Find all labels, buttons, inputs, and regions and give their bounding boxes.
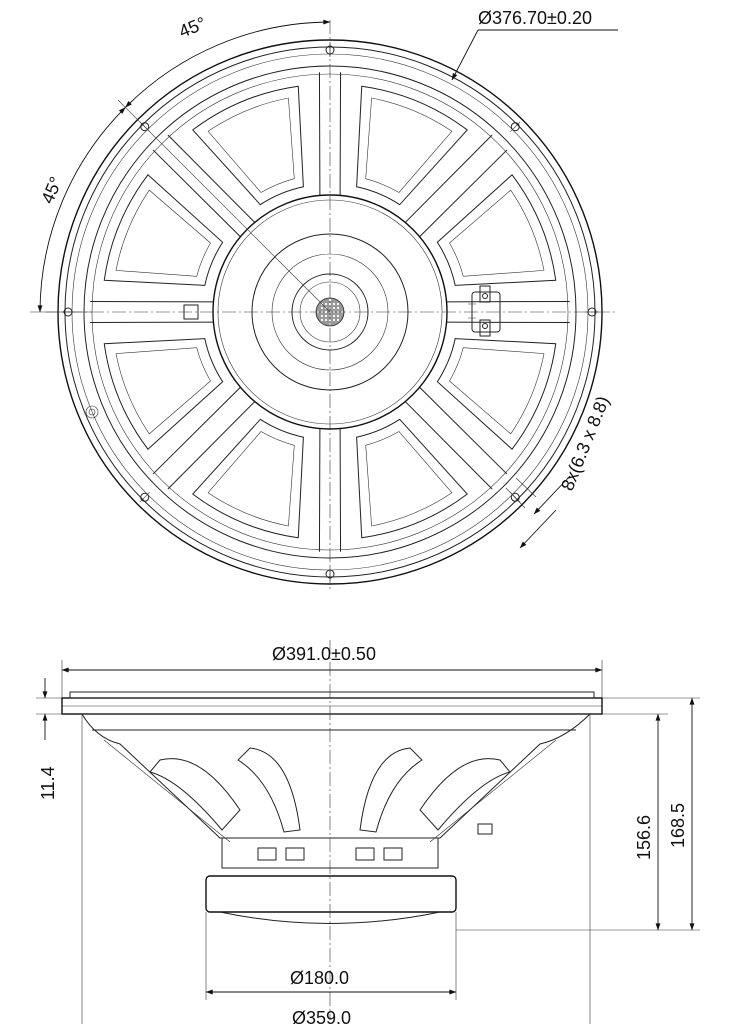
basket-window-inner <box>207 431 295 527</box>
spoke-edge <box>167 401 256 490</box>
mesh-dot <box>332 306 336 310</box>
logo-stamp <box>85 405 99 419</box>
angle-arc-left <box>37 107 126 313</box>
front-view: 45° 45° Ø376.70±0.20 8x(6.3 x 8.8) <box>30 8 618 592</box>
mesh-dot <box>336 318 340 322</box>
depth-a-label: 156.6 <box>634 815 654 860</box>
hole-ext-line-a <box>505 487 526 509</box>
spoke-edge <box>152 386 241 475</box>
magnet <box>205 875 457 913</box>
mesh-dot <box>336 302 340 306</box>
hole-size-label: 8x(6.3 x 8.8) <box>557 393 613 493</box>
vent-mesh-dots <box>316 298 344 326</box>
hole-dim-line-2 <box>533 475 571 515</box>
angle-top-label: 45° <box>176 13 209 42</box>
mesh-dot <box>332 302 336 306</box>
flange-height-label: 11.4 <box>38 766 58 800</box>
basket-window <box>103 174 224 286</box>
mesh-dot <box>320 314 324 318</box>
mesh-dot <box>324 302 328 306</box>
basket-windows <box>103 85 557 539</box>
mount-hole-axis <box>510 121 521 132</box>
outer-dia-label: Ø391.0±0.50 <box>272 644 376 664</box>
basket-window-inner <box>449 189 545 277</box>
mesh-dot <box>320 318 324 322</box>
mesh-dot <box>328 298 332 302</box>
mount-hole-axis <box>139 492 150 503</box>
spoke-edge <box>404 401 493 490</box>
mesh-dot <box>336 314 340 318</box>
mount-hole <box>140 122 150 132</box>
basket-window <box>192 85 304 206</box>
angle-arc-top <box>125 19 331 108</box>
mesh-dot <box>324 310 328 314</box>
bolt-circle-label: Ø376.70±0.20 <box>478 8 592 28</box>
mesh-dot <box>328 302 332 306</box>
mesh-dot <box>320 306 324 310</box>
terminal-block <box>468 285 501 337</box>
mesh-dot <box>336 306 340 310</box>
mount-hole <box>510 492 520 502</box>
basket-window <box>356 85 468 206</box>
magnet-dia-label: Ø180.0 <box>290 968 349 988</box>
back-plate <box>219 911 441 924</box>
basket-window <box>436 174 557 286</box>
basket-spokes <box>90 72 570 552</box>
basket-inner <box>103 739 557 843</box>
spoke-edge <box>419 386 508 475</box>
basket-window-inner <box>115 347 211 435</box>
basket-window-inner <box>449 347 545 435</box>
angle-ref-line <box>117 99 331 313</box>
mesh-dot <box>324 318 328 322</box>
spoke-edge <box>152 149 241 238</box>
mesh-dot <box>332 318 336 322</box>
spoke-edge <box>419 149 508 238</box>
mesh-dot <box>332 314 336 318</box>
mount-hole <box>510 122 520 132</box>
spoke-edge <box>167 134 256 223</box>
basket-window <box>356 418 468 539</box>
depth-b-label: 168.5 <box>668 803 688 848</box>
basket-window <box>436 338 557 450</box>
basket-window <box>192 418 304 539</box>
side-view: Ø391.0±0.50 11.4 156.6 168.5 Ø180.0 Ø359… <box>36 640 700 1024</box>
flange-gasket <box>69 691 595 699</box>
basket-window <box>103 338 224 450</box>
mesh-dot <box>324 314 328 318</box>
basket-window-inner <box>365 97 453 193</box>
bolt-circle-leader <box>451 29 479 81</box>
hole-dim-line <box>519 509 557 549</box>
hole-ext-line-b <box>515 477 537 498</box>
mount-hole <box>140 492 150 502</box>
spoke-edge <box>404 134 493 223</box>
basket-window-inner <box>365 431 453 527</box>
cutout-dia-label: Ø359.0 <box>292 1008 351 1024</box>
